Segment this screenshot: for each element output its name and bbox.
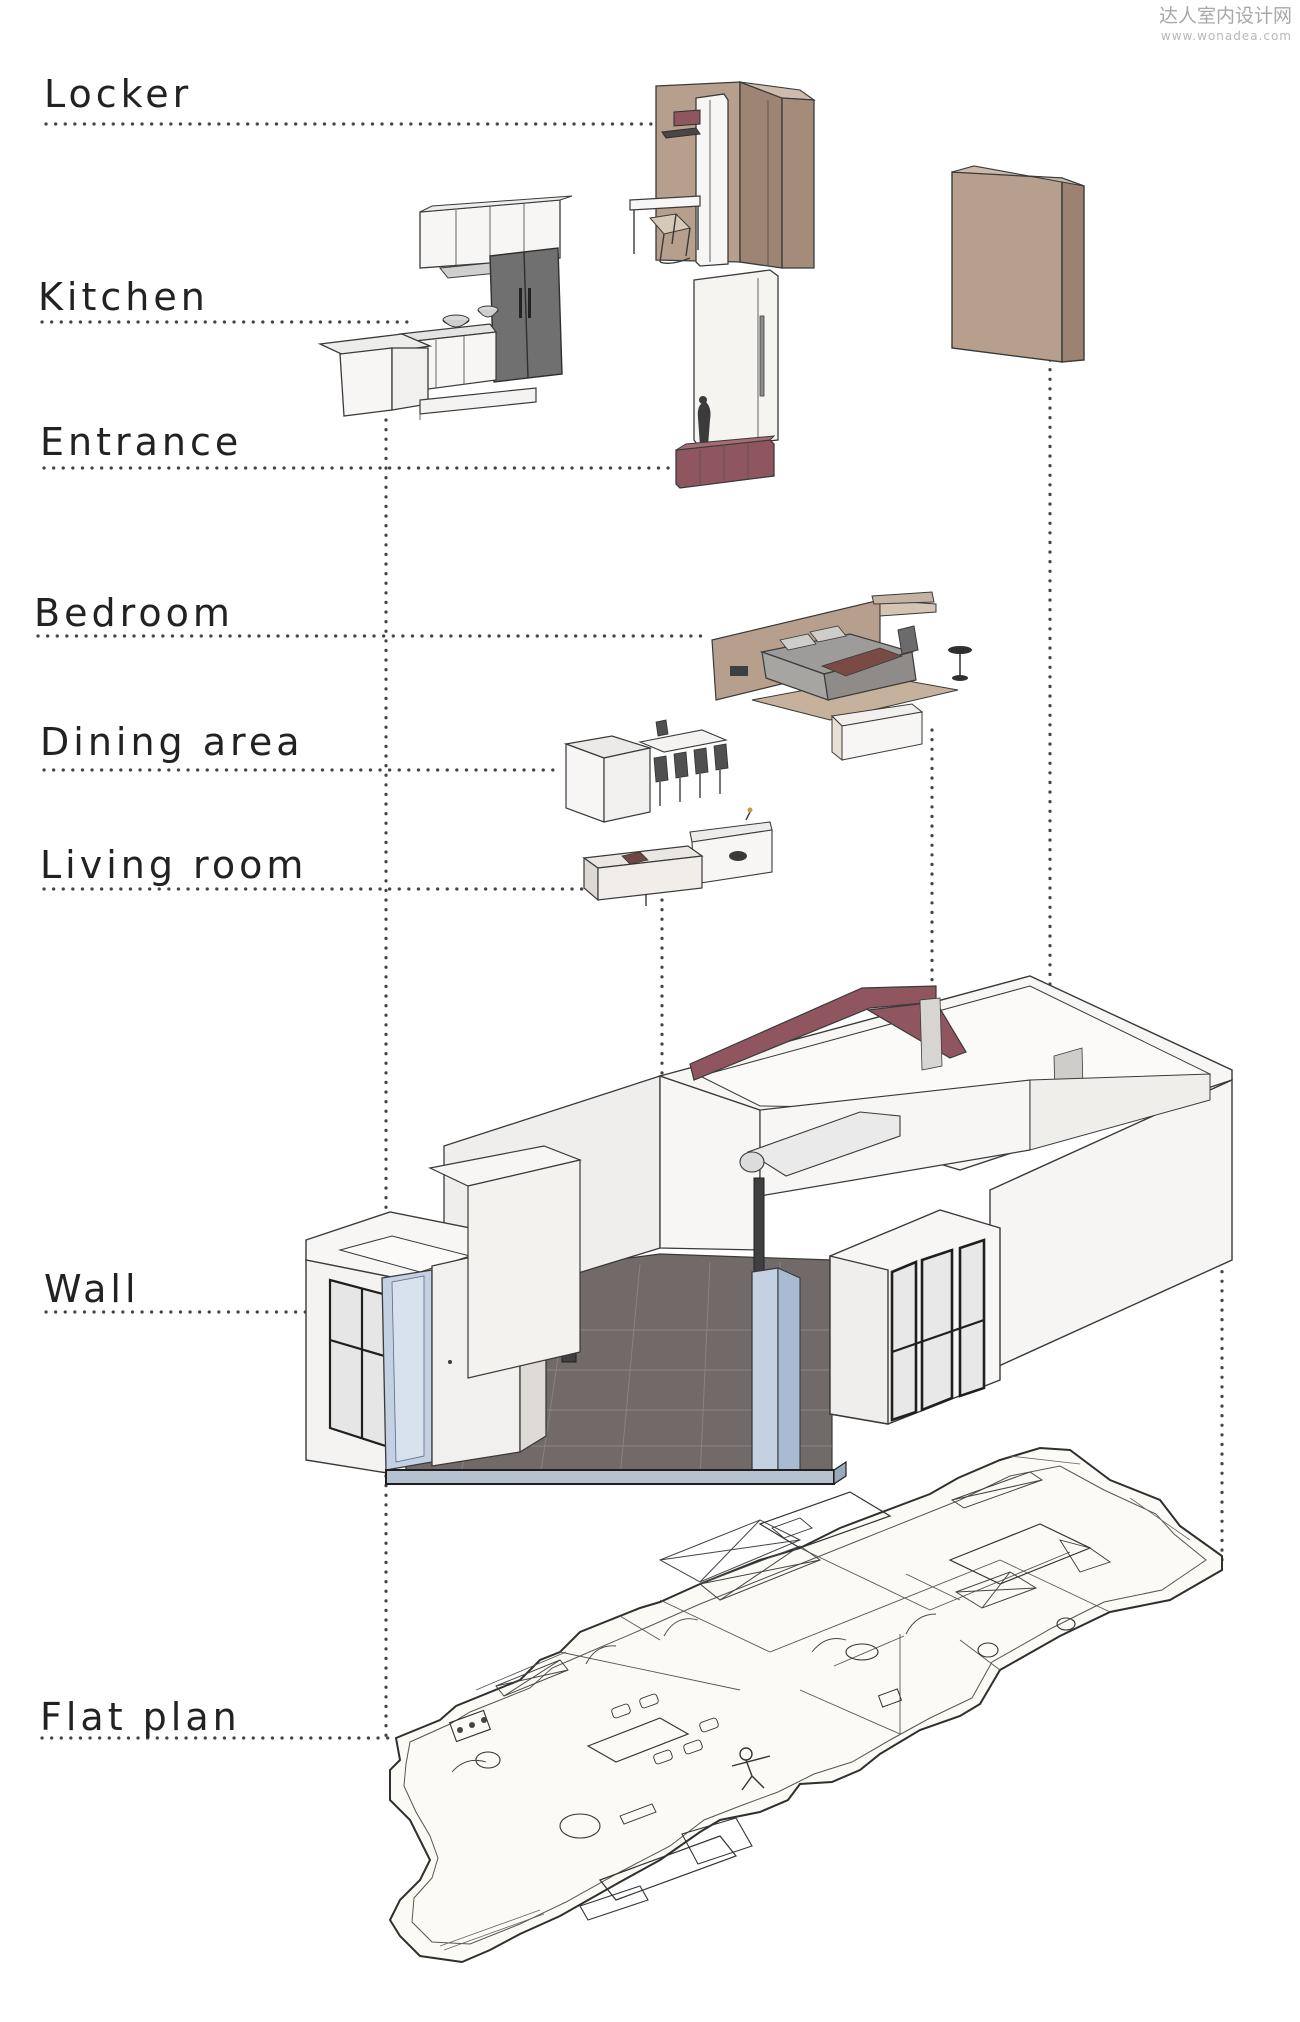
leader-lines (36, 122, 1224, 1740)
wardrobe-block (951, 165, 1085, 363)
entrance-module (675, 269, 779, 489)
watermark-secondary: www.wonadea.com (1161, 29, 1292, 43)
label-flat-plan: Flat plan (40, 1695, 241, 1739)
label-dining-area: Dining area (40, 720, 303, 764)
label-kitchen: Kitchen (38, 275, 209, 319)
watermark: 达人室内设计网 www.wonadea.com (1159, 5, 1292, 43)
label-locker: Locker (44, 72, 192, 116)
locker-module (629, 81, 816, 269)
kitchen-module (317, 195, 573, 420)
label-bedroom: Bedroom (34, 591, 234, 635)
label-entrance: Entrance (40, 420, 242, 464)
labels: Locker Kitchen Entrance Bedroom Dining a… (34, 72, 307, 1739)
living-room-module (582, 807, 773, 906)
label-living-room: Living room (40, 843, 307, 887)
dining-module (563, 719, 729, 823)
wall-module (305, 975, 1233, 1486)
watermark-primary: 达人室内设计网 (1159, 5, 1292, 27)
bedroom-module (711, 591, 972, 762)
label-wall: Wall (44, 1267, 140, 1311)
flat-plan-module (388, 1446, 1223, 1964)
